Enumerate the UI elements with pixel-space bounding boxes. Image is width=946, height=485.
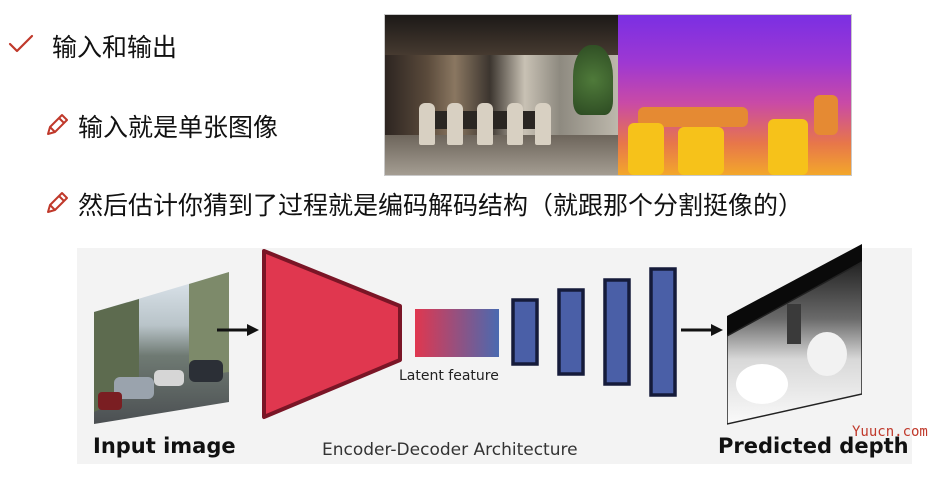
predicted-depth-image: [726, 244, 863, 428]
encoder-decoder-diagram: Latent feature: [77, 244, 912, 464]
pencil-icon: [44, 190, 70, 216]
decoder-block-4: [649, 267, 677, 397]
bullet-input-output: 输入和输出: [52, 33, 178, 62]
decoder-block-2: [557, 288, 585, 376]
bullet-encoder-decoder: 然后估计你猜到了过程就是编码解码结构（就跟那个分割挺像的）: [78, 191, 804, 220]
arrow-decoder-to-output: [681, 322, 723, 338]
bullet-single-image: 输入就是单张图像: [78, 113, 279, 142]
arrow-input-to-encoder: [217, 322, 259, 338]
checkmark-icon: [8, 34, 34, 54]
latent-feature-label: Latent feature: [399, 368, 499, 384]
input-street-image: [94, 272, 229, 424]
encoder-block: [261, 248, 403, 420]
input-image-label: Input image: [93, 434, 236, 458]
predicted-depth-label: Predicted depth: [718, 434, 909, 458]
depth-map-photo: [618, 15, 851, 175]
decoder-block-1: [511, 298, 539, 366]
decoder-block-3: [603, 278, 631, 386]
example-image-pair: [384, 14, 852, 176]
watermark-text: Yuucn.com: [852, 424, 928, 440]
pencil-icon: [44, 112, 70, 138]
latent-feature-block: [415, 309, 499, 357]
dining-room-photo: [385, 15, 618, 175]
architecture-label: Encoder-Decoder Architecture: [322, 440, 578, 460]
